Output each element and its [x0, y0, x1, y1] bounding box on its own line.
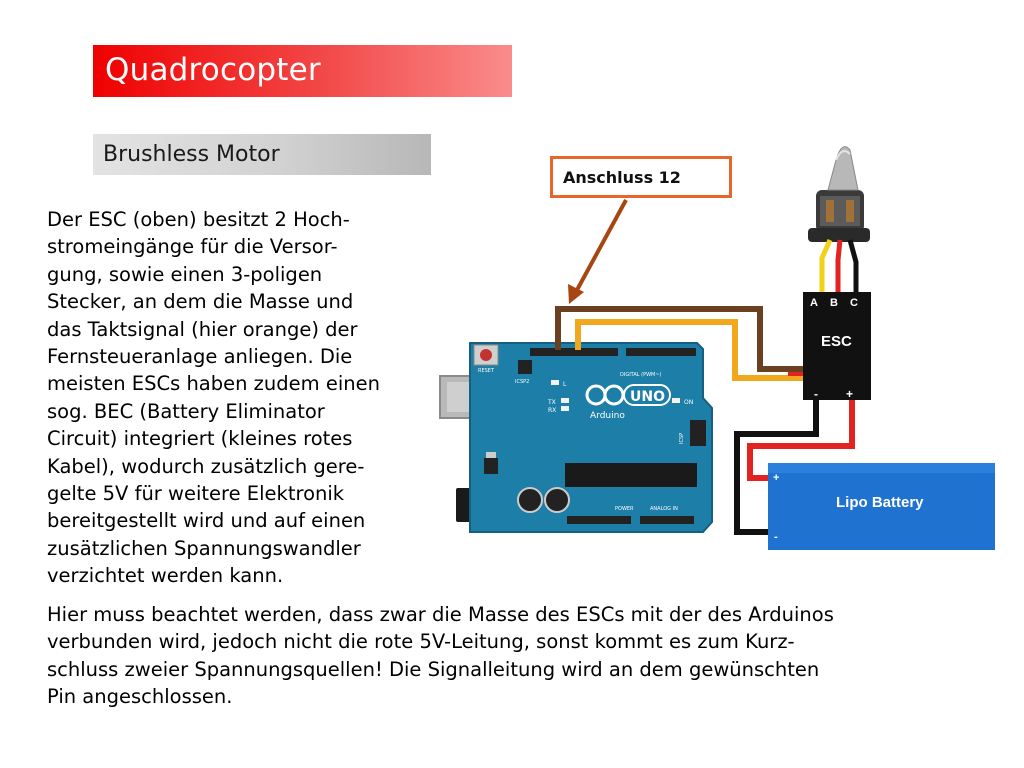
- subtitle-bar: Brushless Motor: [93, 134, 431, 175]
- lipo-battery: Lipo Battery + -: [768, 463, 995, 550]
- esc-plus: +: [846, 387, 853, 401]
- esc-label: ESC: [821, 333, 852, 350]
- analog-label: ANALOG IN: [650, 506, 678, 512]
- icsp-header: [690, 420, 706, 446]
- text-line: verbunden wird, jedoch nicht die rote 5V…: [47, 630, 795, 654]
- led-rx: [561, 406, 569, 411]
- battery-red-wire: [747, 400, 855, 481]
- esc-pin-a: A: [810, 297, 818, 309]
- arduino-pcb: [469, 342, 713, 533]
- icsp2-label: ICSP2: [515, 379, 529, 385]
- warning-paragraph: Hier muss beachtet werden, dass zwar die…: [47, 601, 997, 711]
- ground-wire: [555, 306, 805, 372]
- led-on-label: ON: [684, 399, 693, 406]
- brushless-motor: [808, 146, 870, 242]
- uno-label: UNO: [630, 389, 665, 405]
- digital-header-left: [530, 348, 618, 356]
- text-line: Fernsteueranlage anliegen. Die: [47, 345, 353, 369]
- led-on: [672, 398, 680, 403]
- power-header: [567, 516, 631, 524]
- text-line: schluss zweier Spannungsquellen! Die Sig…: [47, 657, 820, 681]
- callout-box: Anschluss 12: [550, 156, 732, 198]
- capacitor: [517, 487, 543, 513]
- callout-arrow: [575, 199, 628, 291]
- reset-label: RESET: [478, 368, 495, 374]
- text-line: gung, sowie einen 3-poligen: [47, 262, 323, 286]
- icsp-label: ICSP: [679, 433, 685, 444]
- text-line: Pin angeschlossen.: [47, 685, 233, 709]
- capacitor: [544, 487, 570, 513]
- esc-pin-b: B: [830, 297, 838, 309]
- signal-wire: [575, 319, 805, 381]
- led-l-label: L: [563, 381, 567, 388]
- arduino-board: RESET DIGITAL (PWM~) ICSP2 L TX RX ON UN…: [439, 342, 713, 533]
- text-line: gelte 5V für weitere Elektronik: [47, 482, 345, 506]
- led-l: [551, 380, 559, 385]
- text-line: Kabel), wodurch zusätzlich gere-: [47, 454, 365, 478]
- esc-minus: -: [814, 387, 818, 401]
- callout-arrowhead: [568, 284, 584, 304]
- text-line: Circuit) integriert (kleines rotes: [47, 427, 353, 451]
- text-line: Der ESC (oben) besitzt 2 Hoch-: [47, 208, 350, 231]
- led-tx-label: TX: [547, 399, 556, 406]
- motor-wire-c: [847, 239, 859, 294]
- regulator-chip: [484, 458, 498, 474]
- motor-wire-b: [835, 239, 843, 294]
- analog-header: [640, 516, 694, 524]
- arduino-logo: UNO Arduino: [585, 384, 671, 421]
- esc-module: A B C ESC - +: [803, 292, 871, 401]
- slide-subtitle: Brushless Motor: [103, 142, 280, 167]
- description-paragraph: Der ESC (oben) besitzt 2 Hoch- stromeing…: [47, 206, 442, 590]
- text-line: Stecker, an dem die Masse und: [47, 290, 354, 314]
- arduino-label: Arduino: [590, 411, 625, 421]
- text-line: stromeingänge für die Versor-: [47, 235, 338, 259]
- title-bar: Quadrocopter: [93, 45, 512, 97]
- text-line: Hier muss beachtet werden, dass zwar die…: [47, 603, 834, 626]
- text-line: meisten ESCs haben zudem einen: [47, 372, 380, 396]
- digital-header-right: [626, 348, 696, 356]
- led-rx-label: RX: [548, 407, 556, 414]
- text-line: das Taktsignal (hier orange) der: [47, 317, 358, 341]
- battery-plus: +: [773, 472, 779, 484]
- text-line: zusätzlichen Spannungswandler: [47, 536, 361, 560]
- text-line: sog. BEC (Battery Eliminator: [47, 399, 325, 423]
- battery-black-wire: [734, 400, 819, 535]
- digital-label: DIGITAL (PWM~): [620, 372, 662, 378]
- slide-title: Quadrocopter: [105, 52, 321, 88]
- callout-label: Anschluss 12: [563, 168, 681, 187]
- power-label: POWER: [615, 506, 634, 512]
- text-line: verzichtet werden kann.: [47, 564, 284, 588]
- esc-pin-c: C: [850, 297, 858, 309]
- battery-label: Lipo Battery: [836, 494, 924, 511]
- icsp2-header: [518, 360, 532, 374]
- text-line: bereitgestellt wird und auf einen: [47, 509, 366, 533]
- atmega-chip: [565, 463, 697, 487]
- led-tx: [561, 398, 569, 403]
- battery-minus: -: [774, 531, 778, 543]
- motor-wire-a: [819, 238, 833, 294]
